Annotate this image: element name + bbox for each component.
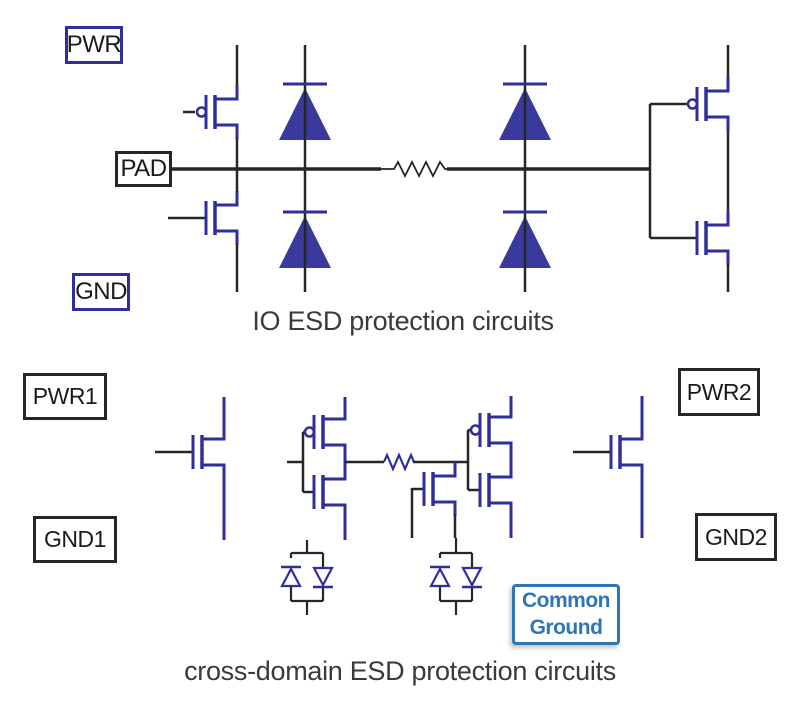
pwr2-terminal-label: PWR2 bbox=[678, 368, 760, 416]
pad-terminal-label: PAD bbox=[115, 151, 172, 187]
cross-domain-circuit-caption: cross-domain ESD protection circuits bbox=[184, 656, 616, 686]
inverter2-nmos bbox=[478, 461, 513, 519]
esd-diode-column-1 bbox=[277, 45, 333, 292]
io-circuit-caption: IO ESD protection circuits bbox=[252, 306, 554, 336]
pwr-terminal-label: PWR bbox=[65, 26, 123, 64]
common-ground-line1: Common bbox=[522, 589, 611, 613]
trigger-inverter-domain1 bbox=[287, 397, 347, 540]
io-esd-circuit bbox=[123, 43, 737, 294]
gnd-terminal-label: GND bbox=[72, 273, 130, 311]
clamp-nmos-domain2 bbox=[573, 396, 644, 538]
inverter1-pmos bbox=[303, 403, 347, 461]
diode-up bbox=[428, 565, 452, 588]
input-buffer bbox=[648, 45, 730, 292]
cross-domain-resistor bbox=[382, 452, 416, 472]
buffer-nmos bbox=[695, 209, 730, 267]
diode-down bbox=[311, 566, 335, 589]
esd-diode-column-2 bbox=[497, 45, 553, 292]
antiparallel-diodes-2 bbox=[428, 538, 484, 615]
buffer-pmos bbox=[686, 75, 730, 133]
output-nmos bbox=[168, 169, 239, 292]
common-ground-line2: Ground bbox=[529, 615, 603, 639]
gnd1-terminal-label: GND1 bbox=[33, 516, 117, 563]
output-pmos bbox=[183, 45, 239, 170]
series-resistor bbox=[381, 159, 448, 179]
pad-trace bbox=[172, 159, 650, 179]
gnd2-terminal-label: GND2 bbox=[695, 513, 777, 561]
trigger-inverter-domain2 bbox=[466, 396, 513, 538]
cross-domain-circuit bbox=[107, 393, 695, 621]
inverter1-nmos bbox=[312, 463, 347, 521]
common-ground-label: Common Ground bbox=[512, 584, 620, 645]
antiparallel-diodes-1 bbox=[279, 540, 335, 615]
clamp-nmos-domain1 bbox=[155, 397, 226, 540]
secondary-nmos bbox=[410, 460, 457, 538]
cross-domain-trace bbox=[345, 452, 468, 472]
pwr1-terminal-label: PWR1 bbox=[23, 373, 107, 420]
inverter2-pmos bbox=[469, 401, 513, 459]
diode-down bbox=[460, 566, 484, 589]
diode-up bbox=[279, 565, 303, 588]
